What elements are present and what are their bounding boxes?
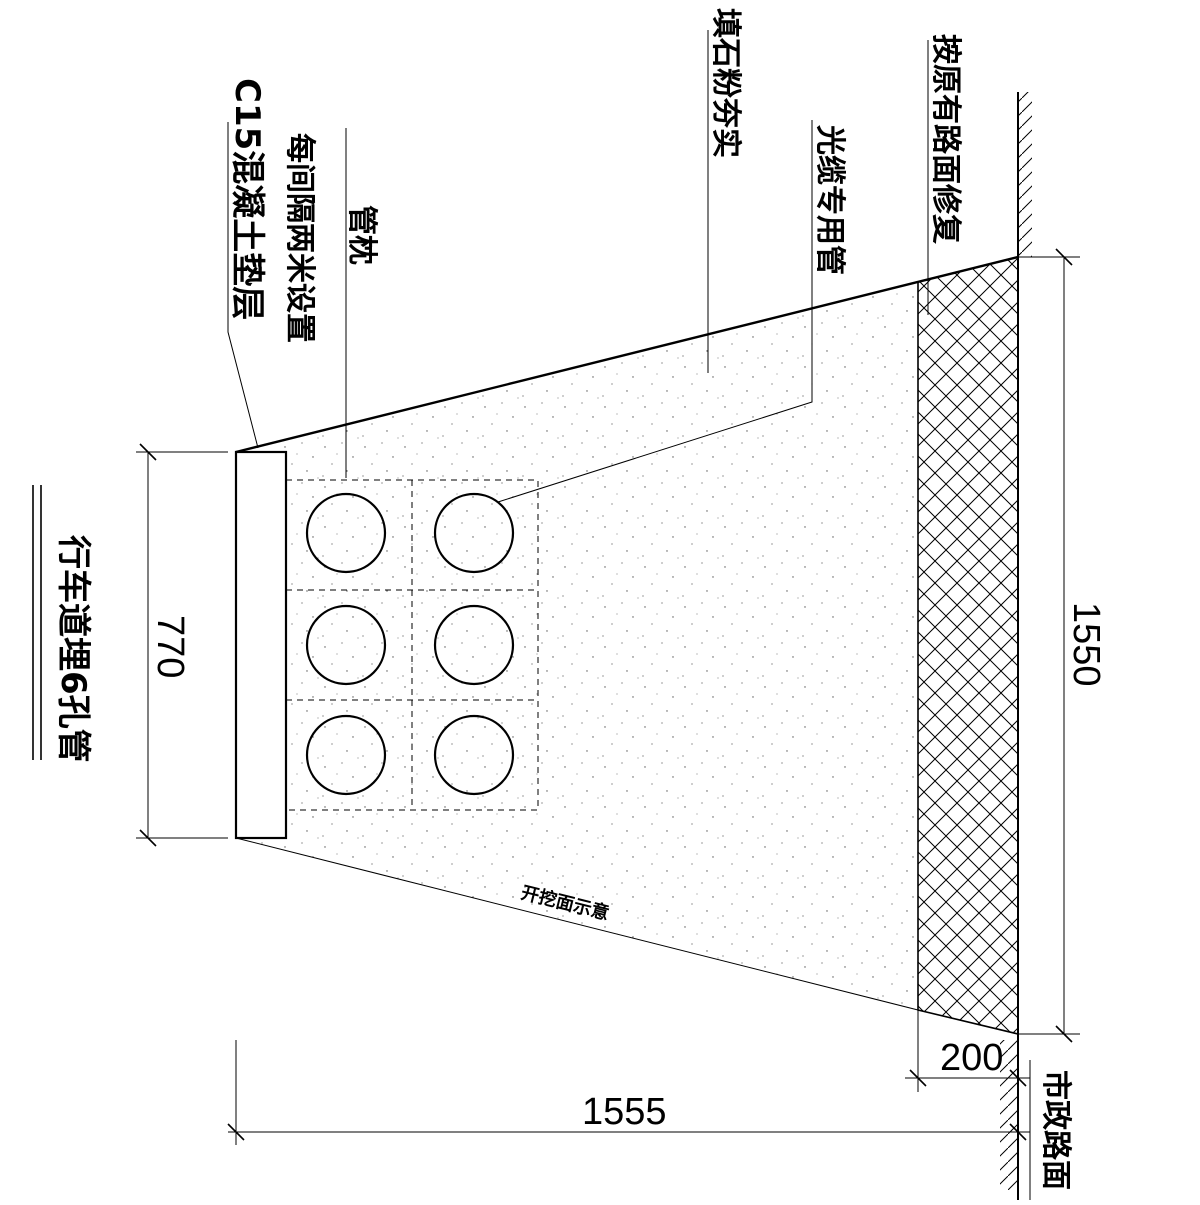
dim-text-1550: 1550 [1065,602,1107,687]
leader-lines [227,30,929,503]
label-fiber-pipe: 光缆专用管 [812,125,847,275]
label-pipe-support: 管枕 [344,205,379,265]
dim-text-1555: 1555 [582,1091,667,1133]
label-c15-bedding: C15混凝土垫层 [227,78,267,320]
dimension-1550 [1018,248,1080,1043]
dimension-770 [136,443,228,847]
pipe-circle [433,604,515,686]
fill-area [236,282,918,1010]
label-municipal-road: 市政路面 [1038,1070,1073,1190]
pipe-circle [433,492,515,574]
label-pipe-support-note: 每间隔两米设置 [282,133,317,343]
dimension-200 [905,1010,1030,1092]
pipe-circle [433,714,515,796]
pipe-circle [305,604,387,686]
pipe-circle [305,714,387,796]
fill-top-line [235,255,1019,454]
pipe-circle [305,492,387,574]
label-fill-compact: 填石粉夯实 [708,8,743,158]
pavement-restoration-band [917,255,1019,1036]
pipe-group [305,492,515,796]
c15-bedding-slab [234,450,288,840]
label-roadway-6hole: 行车道埋6孔管 [53,535,93,763]
earth-hatch-top [1018,92,1032,257]
excavation-face-line [235,837,919,1011]
label-road-restore: 按原有路面修复 [928,34,963,244]
dim-text-770: 770 [149,615,191,678]
dimension-1555 [227,1040,1030,1145]
dim-text-200: 200 [940,1037,1003,1079]
pipe-support-grid [285,479,539,811]
